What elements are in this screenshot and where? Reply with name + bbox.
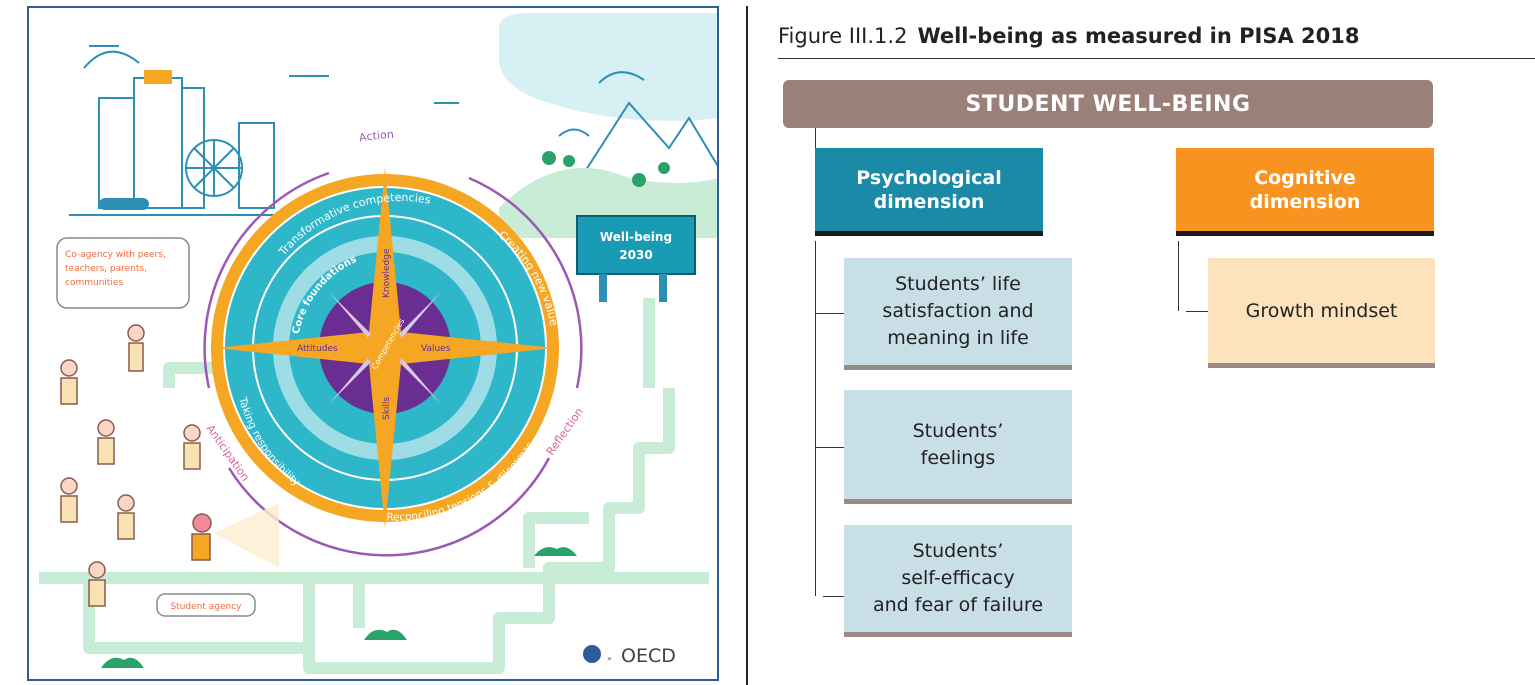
life-satisfaction-box: Students’ life satisfaction and meaning in… [844,258,1072,370]
co-agency-line3: communities [65,278,123,288]
connector-cog-spine [1178,241,1179,311]
psych-line2: dimension [873,190,985,213]
well-being-sign [576,215,696,275]
flashlight-beam [214,503,279,568]
co-agency-line2: teachers, parents, [65,264,147,274]
leaf1-line3: meaning in life [887,327,1029,349]
action-label: Action [358,128,394,145]
growth-mindset-box: Growth mindset [1208,258,1435,368]
compass-star [215,168,555,528]
leaf3-line1: Students’ [912,540,1004,562]
compass-drawing: Well-being 2030 Co-agency with peers, te… [39,13,717,674]
people-figures [60,324,212,607]
co-agency-line1: Co-agency with peers, [65,250,166,260]
figure-heading: Well-being as measured in PISA 2018 [917,24,1360,48]
figure-number: Figure III.1.2 [778,24,908,48]
attitudes-label: Attitudes [297,344,338,354]
skills-label: Skills [382,397,392,420]
leaf1-line2: satisfaction and [882,300,1034,322]
well-being-sign-line2: 2030 [619,248,652,262]
svg-text:»: » [607,654,612,663]
leaf1-line1: Students’ life [895,273,1021,295]
oecd-logo-text: OECD [621,645,676,667]
connector-leaf-1 [815,313,844,314]
co-agency-bubble [56,237,190,309]
well-being-sign-line1: Well-being [600,230,672,244]
leaf2-line2: feelings [920,446,996,469]
knowledge-label: Knowledge [382,248,392,298]
leaf2-line1: Students’ [912,419,1004,442]
tree-icons [542,151,670,187]
connector-top [815,128,816,148]
connector-leaf-cog [1186,311,1208,312]
self-efficacy-box: Students’ self-efficacy and fear of failur… [844,525,1072,637]
student-agency-label: Student agency [170,602,242,612]
leaf3-line2: self-efficacy [901,567,1015,589]
leaf3-line3: and fear of failure [872,594,1044,616]
city-skyline-icon [69,77,275,216]
values-label: Values [421,344,451,354]
connector-leaf-3 [823,596,844,597]
cog-line1: Cognitive [1254,166,1356,189]
feelings-box: Students’ feelings [844,390,1072,504]
cloud-icons [83,45,645,137]
connector-psych-spine [815,241,816,596]
cog-line2: dimension [1249,190,1361,213]
title-rule [778,58,1535,59]
reflection-label: Reflection [544,405,586,457]
sky-cloud-shape [499,13,717,121]
oecd-logo-icon [583,645,601,663]
student-well-being-bar: STUDENT WELL-BEING [783,80,1433,128]
bush-icons [101,547,577,668]
learning-compass-illustration: Well-being 2030 Co-agency with peers, te… [27,6,719,681]
connector-leaf-2 [815,447,844,448]
figure-title: Figure III.1.2 Well-being as measured in … [778,24,1359,48]
mountain-icons [583,101,717,174]
pisa-well-being-figure: Figure III.1.2 Well-being as measured in … [746,6,1535,685]
student-agency-tag [156,593,256,617]
psych-line1: Psychological [856,166,1002,189]
